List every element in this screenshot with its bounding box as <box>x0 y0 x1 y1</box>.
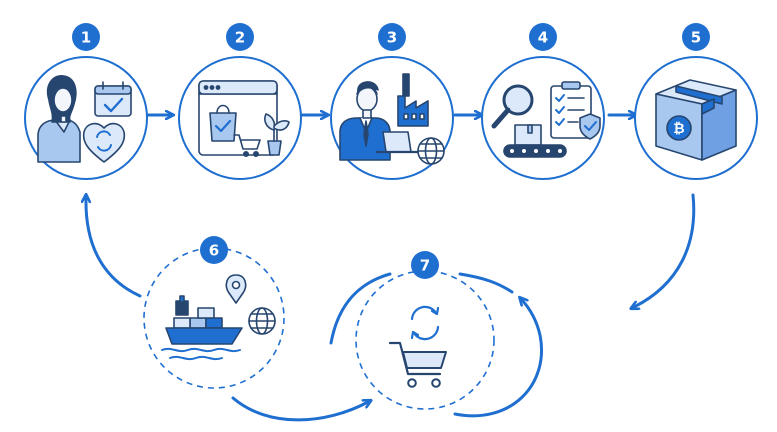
arrow-5-to-7 <box>634 193 696 307</box>
step-6: 6 <box>143 236 285 389</box>
step-badge <box>226 23 254 51</box>
step-3: 3 <box>330 23 454 180</box>
svg-text:₿: ₿ <box>673 121 684 137</box>
recurring-cart-icon <box>388 305 447 388</box>
manufacturer-office-icon <box>339 73 445 165</box>
step-number: 6 <box>209 242 219 260</box>
step-5: 5 ₿ <box>634 23 758 180</box>
step-badge <box>682 23 710 51</box>
arrow-6-to-7 <box>231 396 368 422</box>
loop-arc-left <box>329 272 392 345</box>
step-number: 1 <box>81 29 91 47</box>
arrow-6-to-1 <box>86 198 142 298</box>
global-shipping-icon <box>161 274 276 361</box>
customer-subscription-icon <box>37 75 132 163</box>
step-badge <box>72 23 100 51</box>
step-badge <box>529 23 557 51</box>
step-number: 5 <box>691 29 701 47</box>
crypto-package-icon: ₿ <box>655 79 737 161</box>
step-badge <box>411 251 439 279</box>
loop-arc-right <box>453 300 543 418</box>
step-number: 3 <box>387 29 397 47</box>
step-7: 7 <box>355 251 495 410</box>
step-number: 7 <box>420 257 430 275</box>
step-4: 4 <box>481 23 605 180</box>
quality-inspection-icon <box>491 81 601 158</box>
step-number: 2 <box>235 29 245 47</box>
step-1: 1 <box>24 23 148 180</box>
online-store-icon <box>198 80 290 158</box>
step-badge <box>378 23 406 51</box>
flow-arrows <box>86 115 696 422</box>
step-number: 4 <box>538 29 548 47</box>
step-badge <box>200 236 228 264</box>
loop-arc-top <box>458 272 514 294</box>
step-2: 2 <box>178 23 302 180</box>
